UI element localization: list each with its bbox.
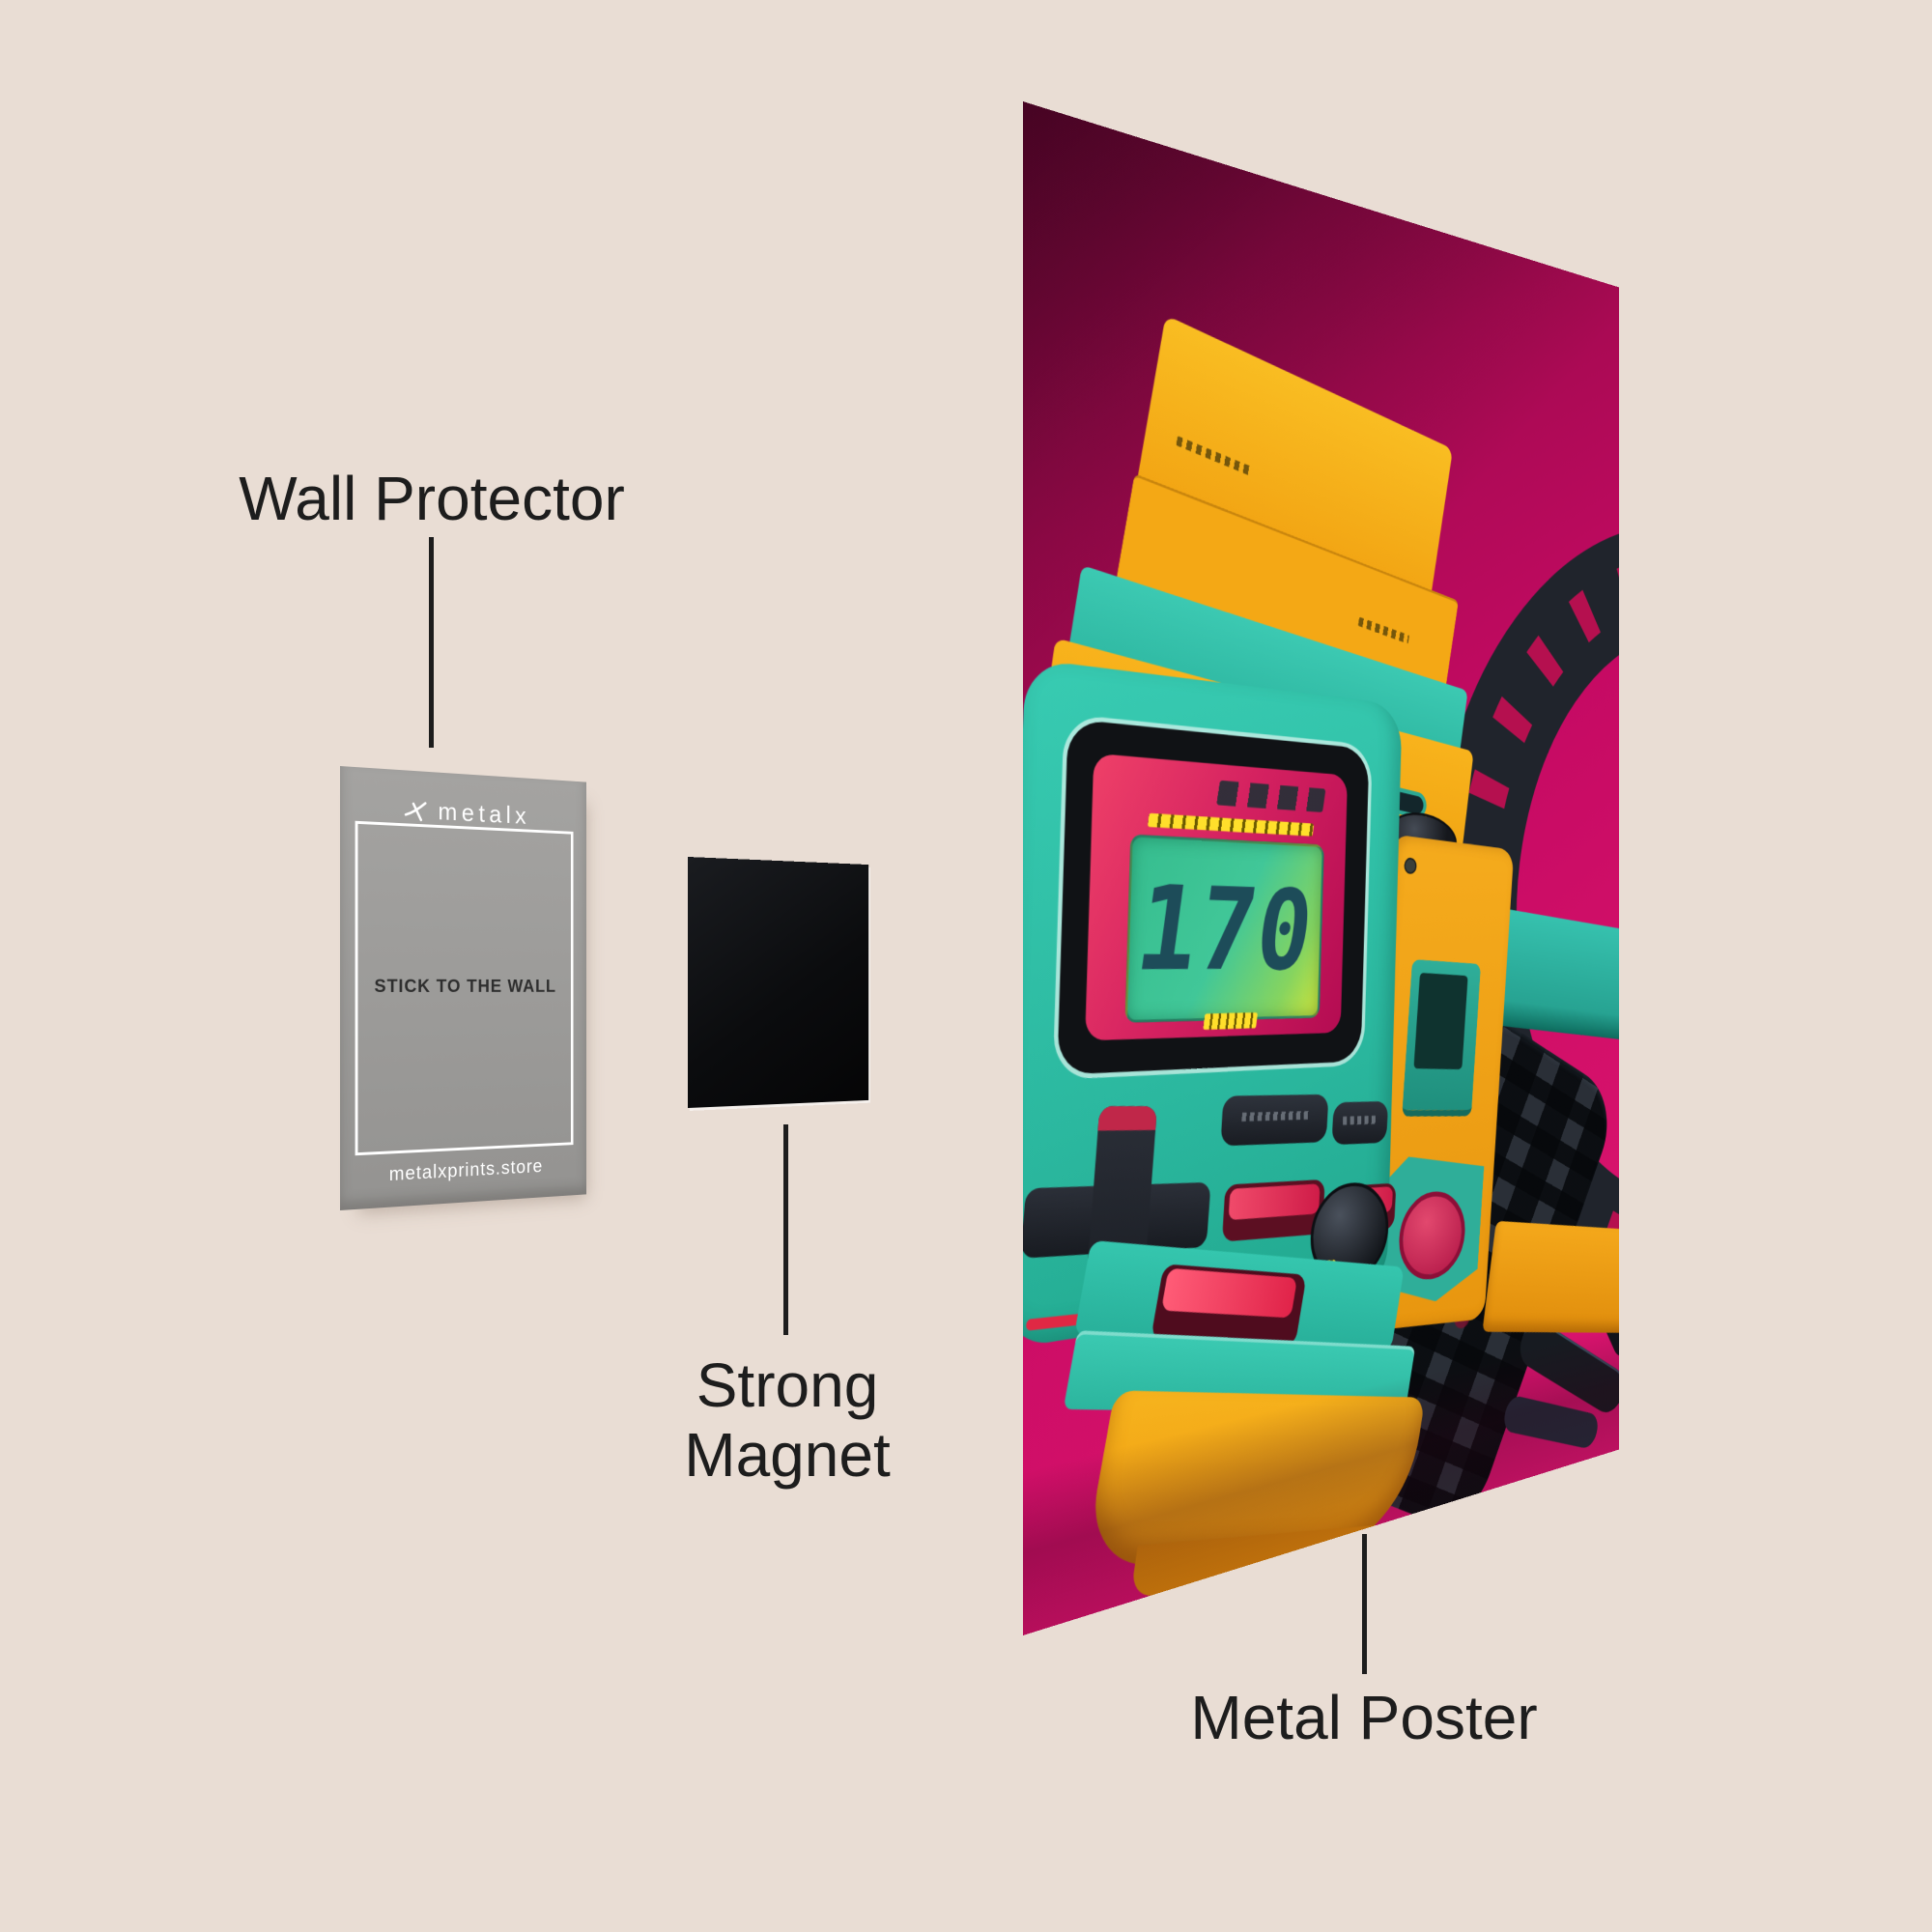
watch-side-button: [1402, 958, 1482, 1118]
wall-protector-label: Wall Protector: [239, 464, 625, 533]
watch-clasp-button: [1161, 1267, 1298, 1319]
cartridge-marks-right: [1357, 616, 1409, 644]
card-website: metalxprints.store: [388, 1155, 544, 1186]
card-message: STICK TO THE WALL: [374, 977, 556, 997]
watch-lcd: 170: [1124, 834, 1324, 1023]
lcd-digits: 170: [1128, 860, 1321, 998]
lcd-micro-label-strip: [1147, 812, 1315, 837]
dpad-red-accent: [1097, 1106, 1157, 1131]
cartridge-marks-left: [1176, 436, 1251, 476]
wall-protector-leader-line: [429, 537, 434, 748]
watch-function-button-1: [1220, 1094, 1329, 1147]
metal-poster-label: Metal Poster: [1190, 1683, 1538, 1752]
metal-poster: 170: [1023, 101, 1620, 1635]
strong-magnet-label: Strong Magnet: [684, 1350, 890, 1491]
metal-poster-leader-line: [1362, 1534, 1367, 1674]
strong-magnet-label-line1: Strong: [696, 1350, 879, 1420]
strong-magnet-label-line2: Magnet: [684, 1420, 891, 1491]
watch-screw: [1404, 857, 1418, 875]
watch-screen: 170: [1085, 753, 1348, 1041]
watch-face-body: 170: [1023, 658, 1403, 1350]
wall-protector-card: metalx STICK TO THE WALL metalxprints.st…: [340, 766, 586, 1210]
lcd-bottom-tag: [1203, 1012, 1258, 1031]
metalx-logo-icon: [403, 798, 430, 822]
lcd-top-marks: [1216, 780, 1326, 812]
watch-red-button-1: [1222, 1179, 1325, 1242]
watch-red-dial: [1397, 1190, 1468, 1282]
watch-orange-band-right: [1482, 1220, 1620, 1333]
strong-magnet-leader-line: [783, 1124, 788, 1335]
strong-magnet-square: [688, 857, 869, 1108]
watch-function-button-2: [1331, 1101, 1389, 1146]
